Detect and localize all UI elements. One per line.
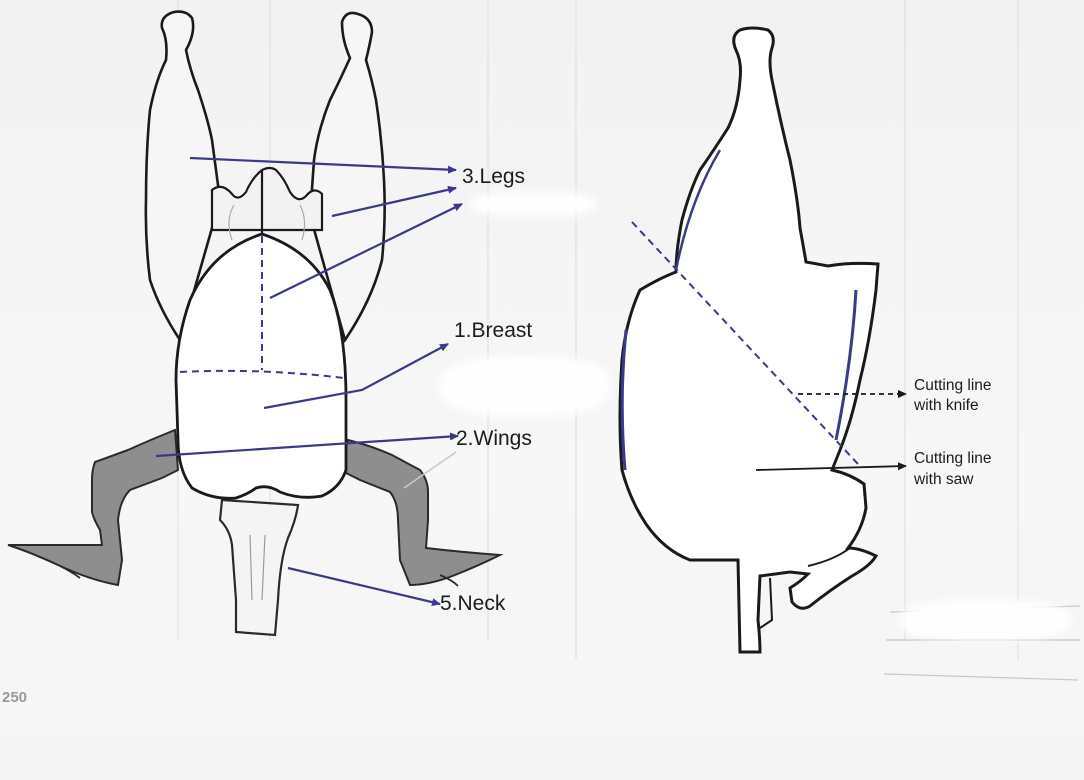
label-saw-cut-line-1: Cutting line: [914, 449, 992, 468]
label-neck: 5.Neck: [440, 593, 505, 614]
label-breast: 1.Breast: [454, 320, 532, 341]
neck-shape: [220, 500, 298, 635]
side-body-shape: [620, 28, 878, 652]
correction-smear-bottom-right: [900, 600, 1070, 640]
label-knife-cut-line-2: with knife: [914, 396, 979, 415]
carcass-back-view: [8, 12, 500, 635]
label-wings: 2.Wings: [456, 428, 532, 449]
label-legs: 3.Legs: [462, 166, 525, 187]
label-knife-cut-line-1: Cutting line: [914, 376, 992, 395]
label-saw-cut-line-2: with saw: [914, 470, 973, 489]
page-number: 250: [2, 690, 27, 705]
carcass-side-view: [620, 28, 878, 652]
correction-smear-thigh: [470, 192, 596, 216]
right-wing-shape: [340, 440, 500, 585]
correction-smear-breast: [440, 356, 610, 416]
left-wing-shape: [8, 430, 178, 585]
